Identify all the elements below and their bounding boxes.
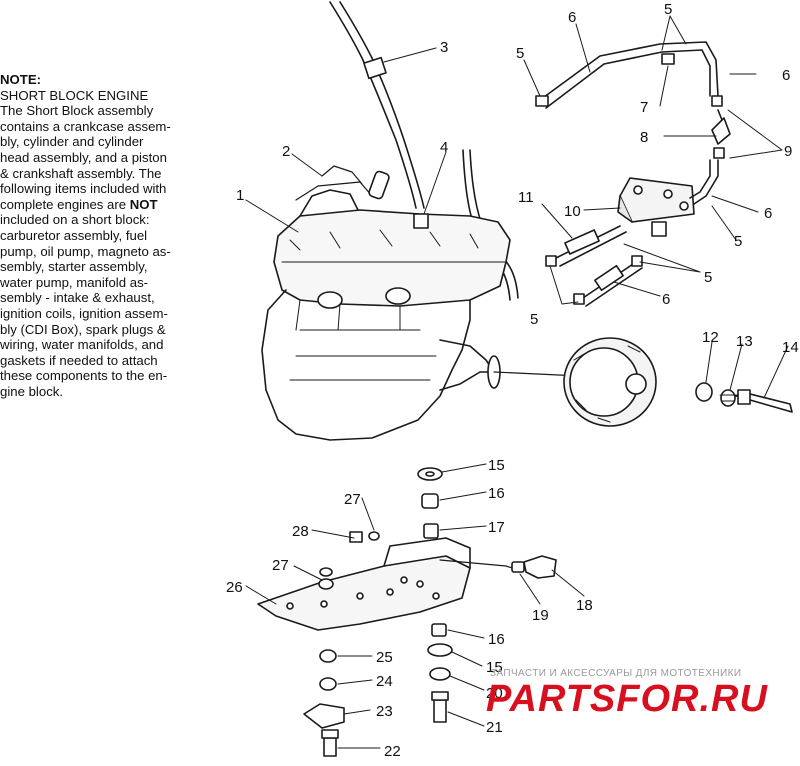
callout-5: 5 [704,269,712,286]
note-line: wiring, water manifolds, and [0,337,164,353]
callout-10: 10 [564,203,581,220]
side-bolt-hardware [511,555,557,579]
note-line: included on a short block: [0,212,150,228]
callout-15: 15 [486,659,503,676]
note-line-text: complete engines are [0,196,130,212]
callout-5: 5 [734,233,742,250]
note-line: sembly - intake & exhaust, [0,290,155,306]
callout-5: 5 [516,45,524,62]
note-title: NOTE: [0,72,42,87]
callout-1: 1 [236,187,244,204]
callout-19: 19 [532,607,549,624]
callout-26: 26 [226,579,243,596]
note-line: bly, cylinder and cylinder [0,134,144,150]
callout-6: 6 [764,205,772,222]
callout-6: 6 [782,67,790,84]
callout-9: 9 [784,143,792,160]
fuel-lines [535,41,731,307]
note-line-with-emphasis: complete engines are NOT [0,197,218,213]
callout-11: 11 [518,189,534,206]
callout-6: 6 [568,9,576,26]
callout-16: 16 [488,631,505,648]
short-block-note: NOTE: SHORT BLOCK ENGINE The Short Block… [0,72,218,399]
note-line: sembly, starter assembly, [0,259,148,275]
note-emphasis: NOT [129,196,158,212]
callout-13: 13 [736,333,753,350]
upper-mount-hardware [417,467,443,539]
callout-24: 24 [376,673,393,690]
callout-5: 5 [530,311,538,328]
callout-20: 20 [486,685,503,702]
callout-5: 5 [664,1,672,18]
callout-leaders [245,15,789,749]
callout-16: 16 [488,485,505,502]
callout-27: 27 [272,557,289,574]
callout-6: 6 [662,291,670,308]
note-line: pump, oil pump, magneto as- [0,243,171,259]
callout-2: 2 [282,143,290,160]
note-line: carburetor assembly, fuel [0,227,148,243]
note-line: ignition coils, ignition assem- [0,305,168,321]
callout-25: 25 [376,649,393,666]
callout-labels: 1 2 3 4 5 5 5 5 5 6 6 6 6 7 8 9 10 11 12… [226,1,799,760]
note-line: head assembly, and a piston [0,149,167,165]
note-line: water pump, manifold as- [0,274,149,290]
note-line: bly (CDI Box), spark plugs & [0,321,166,337]
fuel-pump [617,177,695,237]
throttle-cable [329,1,425,209]
note-line: contains a crankcase assem- [0,118,171,134]
note-line: gine block. [0,383,64,399]
callout-8: 8 [640,129,648,146]
callout-27: 27 [344,491,361,508]
flywheel-assembly [493,337,793,427]
note-line: these components to the en- [0,368,168,384]
engine-mount-plate [257,537,519,631]
callout-3: 3 [440,39,448,56]
note-line: gaskets if needed to attach [0,352,158,368]
callout-15: 15 [488,457,505,474]
lower-mount-hardware [303,623,453,757]
callout-23: 23 [376,703,393,720]
note-line: & crankshaft assembly. The [0,165,162,181]
callout-4: 4 [440,139,448,156]
note-line: The Short Block assembly [0,103,154,119]
watermark-logo: PARTSFOR.RU [486,678,768,720]
callout-21: 21 [486,719,503,736]
callout-18: 18 [576,597,593,614]
callout-17: 17 [488,519,505,536]
callout-28: 28 [292,523,309,540]
watermark-subtitle: ЗАПЧАСТИ И АКСЕССУАРЫ ДЛЯ МОТОТЕХНИКИ [490,668,742,679]
callout-7: 7 [640,99,648,116]
callout-14: 14 [782,339,799,356]
callout-22: 22 [384,743,401,760]
note-line: SHORT BLOCK ENGINE [0,87,149,103]
engine-block [261,165,511,441]
note-line: following items included with [0,181,167,197]
callout-12: 12 [702,329,719,346]
